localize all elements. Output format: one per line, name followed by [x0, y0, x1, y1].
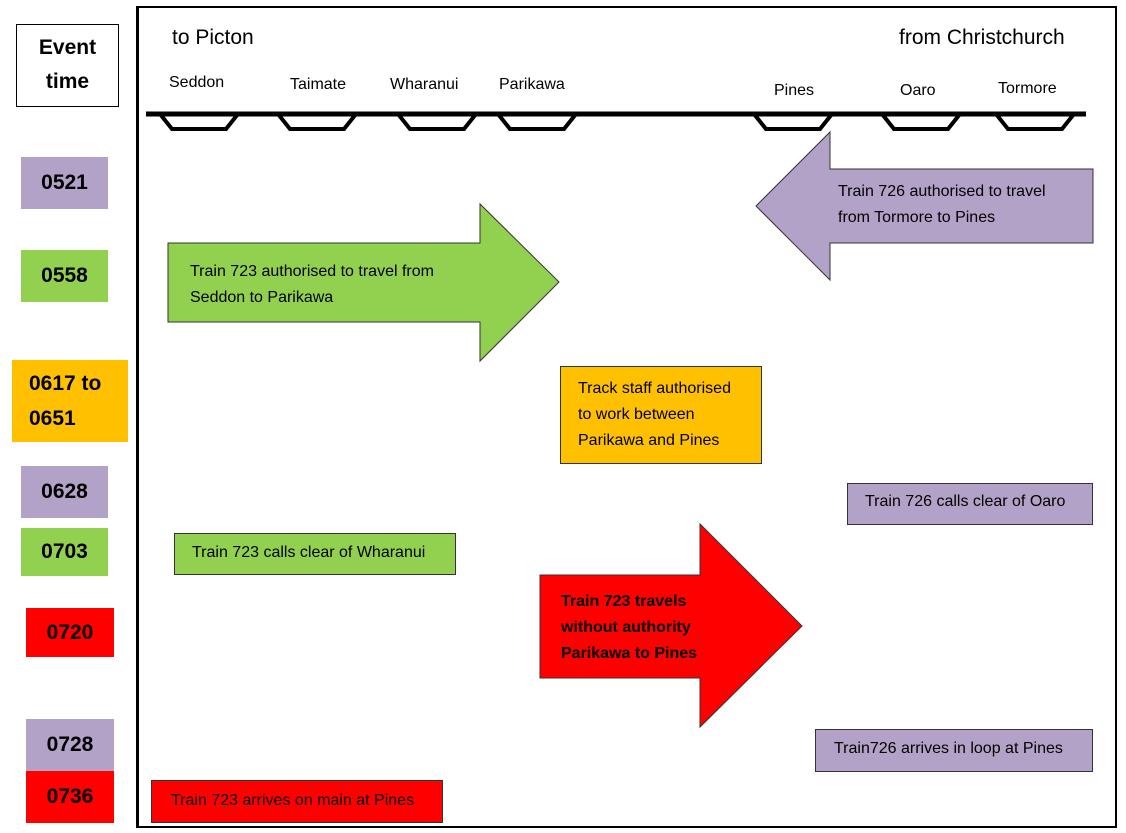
train723-authorised-text: Train 723 authorised to travel from Sedd…: [190, 263, 434, 306]
time-0521: 0521: [21, 157, 108, 209]
arrow-train723-no-authority: [539, 522, 803, 729]
loop-taimate: [276, 112, 358, 131]
station-parikawa: Parikawa: [499, 76, 565, 93]
loop-tormore: [994, 112, 1076, 131]
station-oaro: Oaro: [900, 82, 936, 99]
time-0617-0651: 0617 to 0651: [12, 360, 128, 442]
track-staff-box: Track staff authorised to work between P…: [560, 366, 762, 464]
loop-oaro: [880, 112, 962, 131]
train726-arrives-box: Train726 arrives in loop at Pines: [815, 729, 1093, 772]
station-tormore: Tormore: [998, 80, 1057, 97]
time-0736: 0736: [26, 771, 114, 823]
time-0628: 0628: [21, 466, 108, 518]
to-picton-label: to Picton: [172, 26, 254, 49]
train726-clear-box: Train 726 calls clear of Oaro: [847, 483, 1093, 525]
diagram-frame: [137, 6, 1117, 828]
train723-no-authority-text: Train 723 travels without authority Pari…: [561, 593, 698, 662]
loop-seddon: [158, 112, 240, 131]
event-time-header: Event time: [16, 24, 119, 107]
arrow-train723-authorised: [167, 202, 560, 363]
train726-authorised-text: Train 726 authorised to travel from Torm…: [838, 183, 1046, 226]
time-0720: 0720: [26, 608, 114, 657]
arrow-train726-authorised: [755, 130, 1094, 282]
train723-arrives-box: Train 723 arrives on main at Pines: [151, 780, 443, 823]
time-0703: 0703: [21, 528, 108, 576]
column-divider: [136, 6, 138, 828]
station-seddon: Seddon: [169, 74, 225, 91]
time-0558: 0558: [21, 250, 108, 302]
time-0728: 0728: [26, 719, 114, 771]
loop-pines: [752, 112, 834, 131]
loop-parikawa: [496, 112, 578, 131]
train723-clear-box: Train 723 calls clear of Wharanui: [174, 533, 456, 575]
from-christchurch-label: from Christchurch: [899, 26, 1065, 49]
station-taimate: Taimate: [290, 76, 347, 93]
station-pines: Pines: [774, 82, 815, 99]
station-wharanui: Wharanui: [390, 76, 459, 93]
loop-wharanui: [396, 112, 478, 131]
